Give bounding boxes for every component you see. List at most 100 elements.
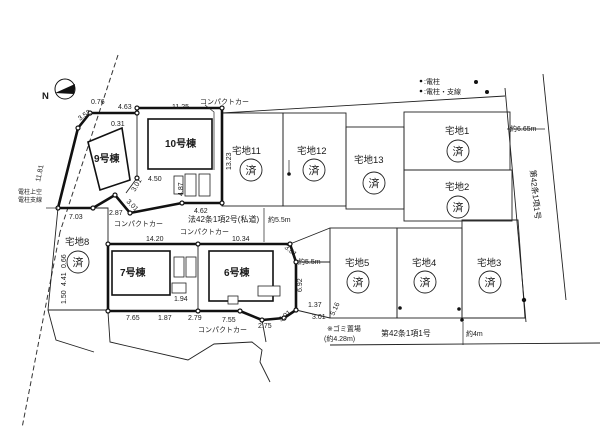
pole-guy-marker-icon xyxy=(485,90,489,94)
dimension-label: 3.01 xyxy=(131,178,144,193)
dimension-label: 2.79 xyxy=(188,315,202,322)
lot-8-sold-mark xyxy=(66,250,90,274)
lot-11-label: 宅地11 xyxy=(232,145,261,157)
dimension-label: 7.65 xyxy=(126,315,140,322)
dimension-label: 4.62 xyxy=(194,208,208,215)
corner-marker xyxy=(134,175,140,181)
corner-marker xyxy=(281,315,287,321)
corner-marker xyxy=(75,125,81,131)
dimension-label: 7.03 xyxy=(69,214,83,221)
house-9-label: 9号棟 xyxy=(94,152,121,165)
dimension-label: 3.01 xyxy=(312,314,326,321)
lot-2-label: 宅地2 xyxy=(445,181,469,193)
dimension-label: 10.34 xyxy=(232,236,250,243)
bottom-road-edge xyxy=(329,342,600,346)
lot-2-outline xyxy=(403,169,513,222)
parking-space-6 xyxy=(257,285,281,297)
dimension-label: 4.87 xyxy=(178,182,185,196)
corner-marker xyxy=(87,110,93,116)
corner-marker xyxy=(287,241,293,247)
lot-13-label: 宅地13 xyxy=(354,154,384,166)
legend-pole-icon xyxy=(419,79,423,83)
parking-label-1: コンパクトカー xyxy=(200,98,249,106)
lot-2-sold-mark xyxy=(446,195,470,219)
private-road-edge-2 xyxy=(289,227,331,245)
corner-marker xyxy=(134,110,140,116)
dimension-label: 14.20 xyxy=(146,236,164,243)
lot-11-sold-mark xyxy=(239,158,263,182)
corner-marker xyxy=(90,205,96,211)
lot-3-sold-mark xyxy=(478,270,502,294)
lot-2-status: 済 xyxy=(453,200,464,214)
dimension-label: 1.87 xyxy=(158,315,172,322)
house-7-building xyxy=(111,250,171,296)
parking-space-7a xyxy=(173,256,185,278)
bottom-road-width: 約4m xyxy=(466,329,483,338)
lot-13-sold-mark xyxy=(362,171,386,195)
house-10-building xyxy=(147,118,213,170)
lot-5-status: 済 xyxy=(353,275,364,289)
utility-pole-icon xyxy=(398,306,402,310)
lot-12-status: 済 xyxy=(309,163,320,177)
lot-12-label: 宅地12 xyxy=(297,145,327,157)
lot-13-outline xyxy=(345,126,405,210)
lot-3-status: 済 xyxy=(485,275,496,289)
parking-space-10a xyxy=(184,173,197,197)
utility-pole-icon xyxy=(457,307,461,311)
road-lines xyxy=(21,54,600,429)
corner-marker xyxy=(127,210,133,216)
lot-4-sold-mark xyxy=(413,270,437,294)
top-boundary xyxy=(221,95,506,114)
road-edge-dashed xyxy=(59,54,119,233)
corner-marker xyxy=(219,200,225,206)
dimension-label: 1.37 xyxy=(308,302,322,309)
corner-marker xyxy=(105,241,111,247)
dimension-label: 3.01 xyxy=(283,244,298,258)
dimension-label: 1.94 xyxy=(174,296,188,303)
pole-airspace-note-2: 電柱支線 xyxy=(18,196,42,204)
parking-leader-line xyxy=(204,104,215,170)
lot-8-status: 済 xyxy=(73,255,84,269)
lot-3-outline xyxy=(461,219,526,319)
lot-5-sold-mark xyxy=(346,270,370,294)
dimension-label: 0.76 xyxy=(91,99,105,106)
notes: ※ゴミ置場 (約4.28m) 電柱上空 電柱支線 xyxy=(18,188,361,343)
legend: :電柱 :電柱・支線 xyxy=(419,77,489,96)
storage-6 xyxy=(227,295,239,305)
corner-marker xyxy=(134,105,140,111)
house-7-label: 7号棟 xyxy=(120,266,147,279)
house-6-label: 6号棟 xyxy=(224,266,251,279)
north-pointer-icon xyxy=(55,84,75,94)
right-road-width: 約6.65m xyxy=(510,124,537,133)
dimension-label: 0.31 xyxy=(111,121,125,128)
dimension-label: 11.25 xyxy=(172,104,189,111)
bottom-road-label: 第42条1項1号 xyxy=(381,328,431,338)
lot-5-label: 宅地5 xyxy=(345,257,369,269)
lot-13-status: 済 xyxy=(369,176,380,190)
pole-marker-icon xyxy=(474,80,478,84)
utility-pole-icon xyxy=(521,297,527,303)
corner-marker xyxy=(259,317,265,323)
dimension-label: 11.81 xyxy=(35,164,45,182)
dimension-label: 13.23 xyxy=(226,152,233,170)
house-9-building xyxy=(87,126,131,192)
parking-space-7b xyxy=(185,256,197,278)
corner-marker xyxy=(219,105,225,111)
storage-7 xyxy=(171,282,187,294)
corner-marker xyxy=(195,308,201,314)
parcel-houses-9-10: 10号棟 9号棟 コンパクトカー xyxy=(55,98,249,216)
legend-pole-guy-label: :電柱・支線 xyxy=(424,87,461,96)
parking-label-3: コンパクトカー xyxy=(180,228,229,236)
legend-pole-guy-icon xyxy=(419,89,423,93)
pole-airspace-note-1: 電柱上空 xyxy=(18,188,42,196)
lower-connector xyxy=(261,319,267,343)
lot-4-status: 済 xyxy=(420,275,431,289)
parking-label-4: コンパクトカー xyxy=(198,326,247,334)
parcel-houses-6-7: 7号棟 6号棟 xyxy=(105,241,299,323)
lower-boundary xyxy=(107,311,271,383)
lot-12-sold-mark xyxy=(302,158,326,182)
north-arrow: N xyxy=(42,78,76,102)
lot-3-label: 宅地3 xyxy=(477,257,501,269)
dimension-label: 0.66 xyxy=(61,254,68,268)
dimension-label: 4.63 xyxy=(118,104,132,111)
